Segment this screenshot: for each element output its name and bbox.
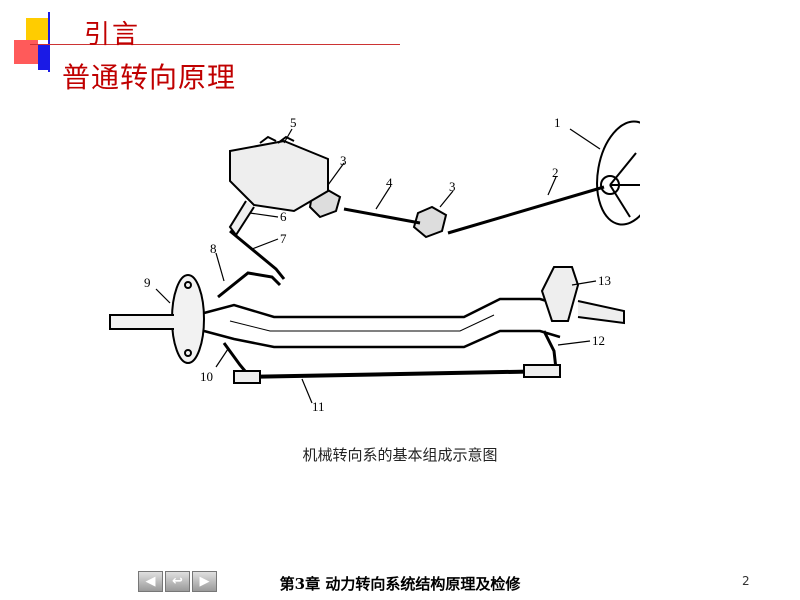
tie-rod bbox=[239, 369, 559, 379]
steering-gear bbox=[229, 139, 329, 213]
label-10: 10 bbox=[200, 369, 213, 384]
label-1: 1 bbox=[554, 115, 561, 130]
arrow-left-icon[interactable]: ◀ bbox=[138, 571, 163, 592]
left-spindle bbox=[109, 314, 174, 330]
right-knuckle bbox=[540, 266, 580, 322]
label-6: 6 bbox=[280, 209, 287, 224]
deco-square-yellow bbox=[26, 18, 48, 40]
steering-system-diagram: 1 2 3 4 3 5 6 7 8 9 10 11 12 13 bbox=[109, 115, 640, 414]
universal-joint-right bbox=[412, 205, 448, 239]
slide-title: 引言 bbox=[84, 20, 141, 50]
diagram-caption: 机械转向系的基本组成示意图 bbox=[302, 446, 498, 464]
label-8: 8 bbox=[210, 241, 217, 256]
label-13: 13 bbox=[598, 273, 611, 288]
label-3a: 3 bbox=[449, 179, 456, 194]
front-axle bbox=[203, 297, 561, 349]
intermediate-shaft bbox=[343, 207, 421, 225]
label-5: 5 bbox=[290, 115, 297, 130]
slide-subtitle: 普通转向原理 bbox=[62, 61, 237, 94]
steering-wheel bbox=[596, 120, 640, 226]
arrow-right-icon[interactable]: ▶ bbox=[192, 571, 217, 592]
page-number: 2 bbox=[742, 574, 750, 588]
deco-square-blue bbox=[38, 44, 48, 70]
drag-link bbox=[229, 229, 286, 280]
label-2: 2 bbox=[552, 165, 559, 180]
pitman-arm bbox=[228, 200, 255, 237]
label-9: 9 bbox=[144, 275, 151, 290]
right-tie-rod-arm bbox=[542, 330, 558, 370]
knuckle-arm bbox=[217, 271, 282, 299]
label-3b: 3 bbox=[340, 153, 347, 168]
title-divider bbox=[30, 44, 400, 45]
slide-footer: 第3章 动力转向系统结构原理及检修 bbox=[279, 575, 521, 593]
return-icon[interactable]: ↩ bbox=[165, 571, 190, 592]
label-7: 7 bbox=[280, 231, 287, 246]
deco-vline bbox=[48, 12, 50, 72]
right-spindle bbox=[577, 300, 625, 325]
label-11: 11 bbox=[312, 399, 325, 414]
slide-navigation: ◀ ↩ ▶ bbox=[138, 571, 217, 592]
label-12: 12 bbox=[592, 333, 605, 348]
label-4: 4 bbox=[386, 175, 393, 190]
steering-shaft bbox=[447, 185, 605, 235]
